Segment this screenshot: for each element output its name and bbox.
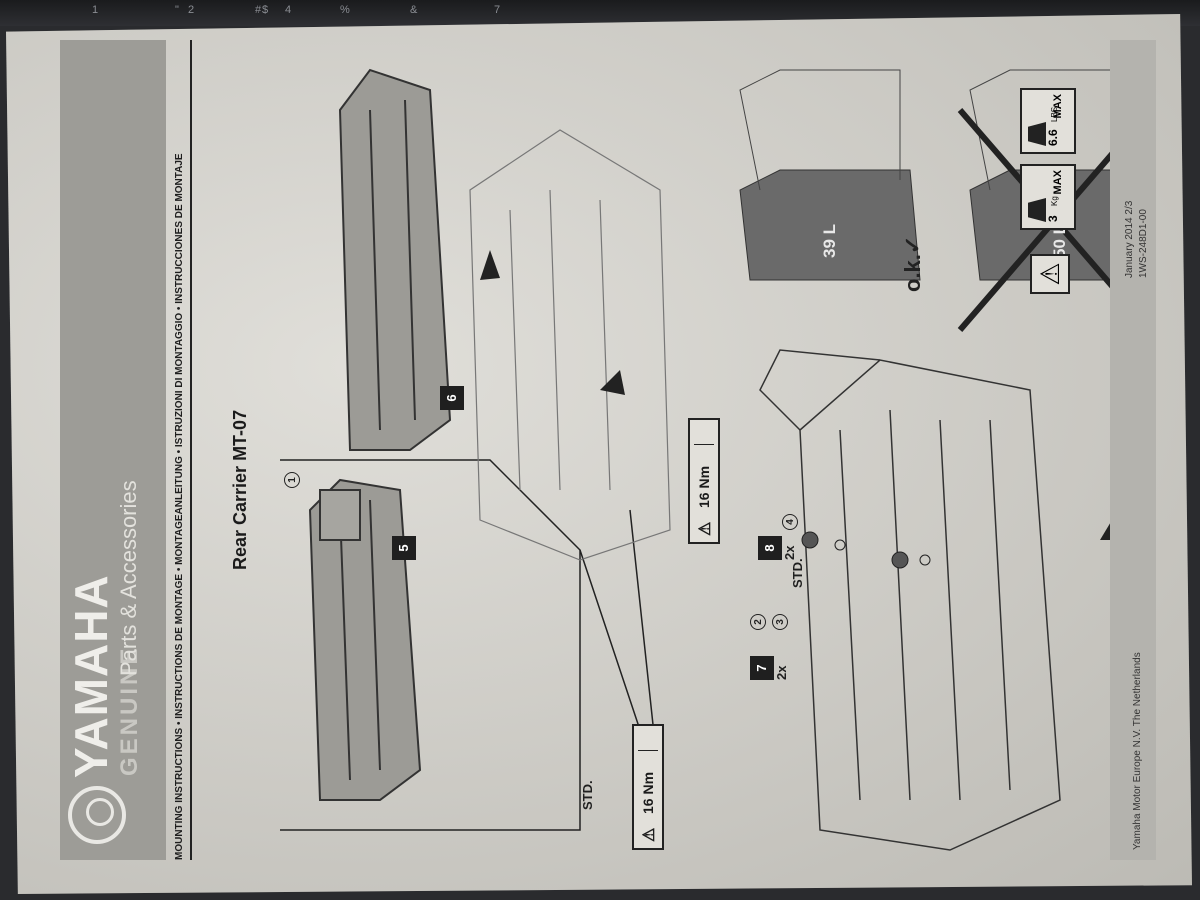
torque-label-8: ⚠ 16 Nm: [688, 418, 720, 544]
weight-kg-unit: Kg: [1050, 196, 1059, 206]
check-icon: ✓: [900, 235, 925, 255]
ok-text: o.k.: [900, 254, 925, 292]
key-label: 7: [494, 4, 501, 16]
box-39l-label: 39 L: [820, 223, 839, 258]
key-label: 2: [188, 4, 195, 16]
key-label: 1: [92, 4, 99, 16]
keyboard-edge: 1 " 2 # $ 4 % & 7: [0, 0, 1200, 26]
carrier-drawing-5: [308, 478, 422, 801]
warning-icon: ⚠: [641, 827, 658, 842]
part-1-marker: 1: [284, 472, 300, 488]
key-label: %: [340, 4, 350, 16]
torque-value-8: 16 Nm: [696, 465, 712, 508]
key-label: $: [262, 4, 269, 16]
weight-max-label: MAX: [1052, 170, 1064, 195]
hazard-warning-icon: ⚠: [1030, 254, 1070, 294]
ok-label: o.k.✓: [900, 236, 926, 292]
motorcycle-rear-sketch-6: [469, 129, 671, 561]
weight-lbs-value: 6.6: [1046, 129, 1060, 146]
key-label: ": [175, 4, 179, 16]
key-label: &: [410, 4, 418, 16]
weight-limit-lbs: 6.6 LBS MAX: [1020, 88, 1076, 154]
step-7-badge: 7: [750, 656, 774, 680]
wrench-icon: [638, 730, 658, 751]
step-5-badge: 5: [392, 536, 416, 560]
part-2-marker: 2: [750, 614, 766, 630]
std-label-step-5: STD.: [580, 780, 595, 810]
sheet-content: YAMAHA GENUINE Parts & Accessories MOUNT…: [20, 10, 1180, 890]
bolt-icons: [801, 531, 931, 569]
qty-step-7: 2x: [774, 665, 789, 680]
torque-label-7: ⚠ 16 Nm: [632, 724, 664, 850]
weight-icon: [1028, 198, 1046, 222]
key-label: 4: [285, 4, 292, 16]
instruction-sheet: [6, 14, 1192, 894]
arrow-icons: [480, 250, 1125, 540]
footer-company: Yamaha Motor Europe N.V. The Netherlands: [1132, 652, 1143, 850]
std-label-step-8: STD.: [790, 558, 805, 588]
weight-kg-value: 3: [1046, 215, 1060, 222]
key-label: #: [255, 4, 262, 16]
weight-icon: [1028, 122, 1046, 146]
assembly-drawing: [280, 68, 1153, 851]
wrench-icon: [694, 424, 714, 445]
weight-max-label: MAX: [1052, 94, 1064, 119]
step-8-badge: 8: [758, 536, 782, 560]
part-4-marker: 4: [782, 514, 798, 530]
motorcycle-rear-sketch-7: [759, 349, 1061, 851]
load-box-ok: [739, 69, 921, 281]
warning-icon: ⚠: [697, 521, 714, 536]
part-3-marker: 3: [772, 614, 788, 630]
weight-limit-kg: 3 Kg MAX: [1020, 164, 1076, 230]
step-6-badge: 6: [440, 386, 464, 410]
footer-code: 1WS-248D1-00: [1138, 209, 1149, 278]
carrier-drawing-6: [338, 68, 452, 451]
footer-date: January 2014 2/3: [1124, 200, 1135, 278]
torque-value-7: 16 Nm: [640, 771, 656, 814]
